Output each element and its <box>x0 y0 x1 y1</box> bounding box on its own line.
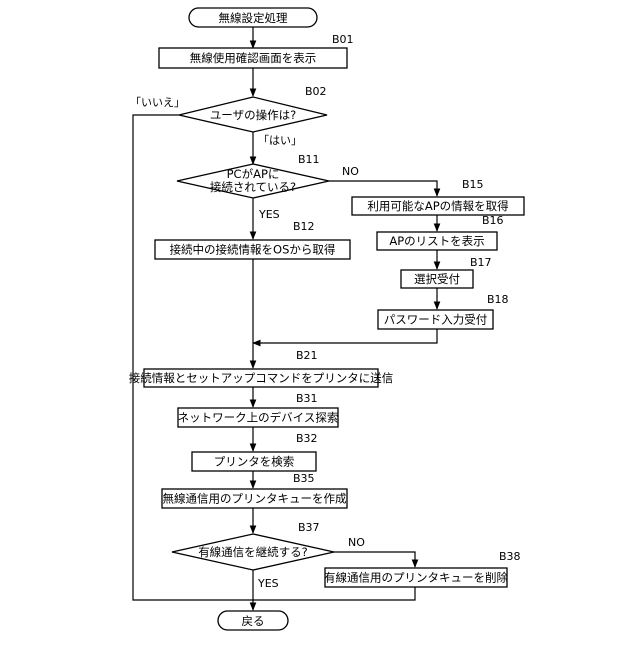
decision-b02: ユーザの操作は? B02 「いいえ」 「はい」 <box>130 85 327 147</box>
b02-yes-label: 「はい」 <box>258 134 302 147</box>
b38-ref: B38 <box>499 550 521 563</box>
decision-b11: PCがAPに 接続されている? B11 NO YES <box>177 153 359 221</box>
b15-ref: B15 <box>462 178 484 191</box>
b01-ref: B01 <box>332 33 354 46</box>
b32-ref: B32 <box>296 432 318 445</box>
b02-no-label: 「いいえ」 <box>130 96 185 109</box>
b02-label: ユーザの操作は? <box>210 108 296 122</box>
b37-yes-label: YES <box>257 577 279 590</box>
b18-ref: B18 <box>487 293 509 306</box>
b11-yes-label: YES <box>258 208 280 221</box>
b18-label: パスワード入力受付 <box>384 313 488 327</box>
b32-label: プリンタを検索 <box>214 455 295 469</box>
flow-b18-join <box>253 329 437 343</box>
b02-ref: B02 <box>305 85 327 98</box>
b37-label: 有線通信を継続する? <box>198 545 308 559</box>
step-b17: 選択受付 B17 <box>401 256 492 288</box>
b35-ref: B35 <box>293 472 315 485</box>
end-terminal: 戻る <box>218 611 288 630</box>
step-b16: APのリストを表示 B16 <box>377 214 504 250</box>
b21-ref: B21 <box>296 349 318 362</box>
b17-label: 選択受付 <box>414 272 460 286</box>
b16-ref: B16 <box>482 214 504 227</box>
b11-ref: B11 <box>298 153 320 166</box>
b12-label: 接続中の接続情報をOSから取得 <box>170 243 336 257</box>
b31-ref: B31 <box>296 392 318 405</box>
b11-label-line1: PCがAPに <box>227 167 280 181</box>
b31-label: ネットワーク上のデバイス探索 <box>178 411 339 425</box>
start-terminal: 無線設定処理 <box>189 8 317 27</box>
b17-ref: B17 <box>470 256 492 269</box>
b37-no-label: NO <box>348 536 365 549</box>
step-b38: 有線通信用のプリンタキューを削除 B38 <box>324 550 521 587</box>
b01-label: 無線使用確認画面を表示 <box>190 51 317 65</box>
step-b01: 無線使用確認画面を表示 B01 <box>159 33 354 68</box>
flow-b37-no <box>334 552 415 567</box>
start-label: 無線設定処理 <box>219 11 288 25</box>
b38-label: 有線通信用のプリンタキューを削除 <box>324 571 508 585</box>
step-b31: ネットワーク上のデバイス探索 B31 <box>178 392 339 427</box>
b12-ref: B12 <box>293 220 315 233</box>
step-b21: 接続情報とセットアップコマンドをプリンタに送信 B21 <box>129 349 394 387</box>
b21-label: 接続情報とセットアップコマンドをプリンタに送信 <box>129 371 394 385</box>
b35-label: 無線通信用のプリンタキューを作成 <box>163 492 347 506</box>
b37-ref: B37 <box>298 521 320 534</box>
step-b32: プリンタを検索 B32 <box>192 432 318 471</box>
b11-label-line2: 接続されている? <box>210 180 296 194</box>
step-b18: パスワード入力受付 B18 <box>378 293 509 329</box>
flow-b11-no <box>329 181 437 196</box>
step-b35: 無線通信用のプリンタキューを作成 B35 <box>162 472 347 508</box>
end-label: 戻る <box>242 614 265 628</box>
b11-no-label: NO <box>342 165 359 178</box>
step-b15: 利用可能なAPの情報を取得 B15 <box>352 178 524 215</box>
b16-label: APのリストを表示 <box>389 234 484 248</box>
b15-label: 利用可能なAPの情報を取得 <box>367 199 508 213</box>
